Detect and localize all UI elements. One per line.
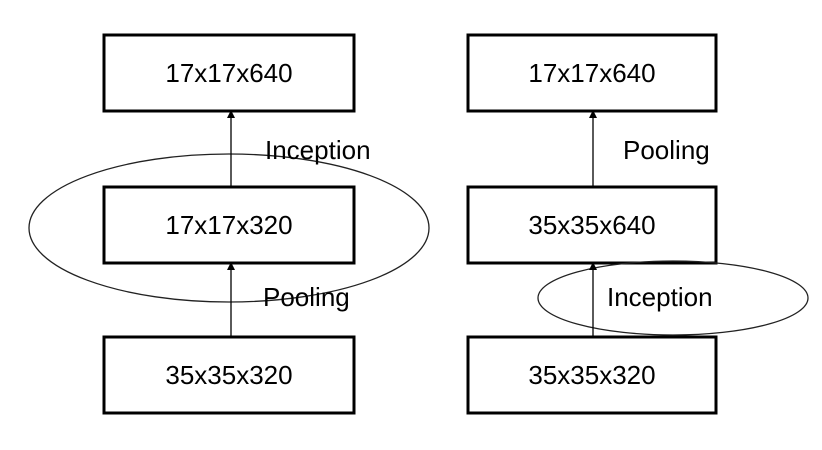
right-middle-box-label: 35x35x640	[528, 210, 655, 240]
right-bottom-box-label: 35x35x320	[528, 360, 655, 390]
left-diagram: 17x17x640 17x17x320 35x35x320 Inception …	[28, 33, 430, 415]
right-top-box	[466, 33, 718, 113]
left-lower-operation-label: Pooling	[263, 282, 350, 312]
left-top-box-label: 17x17x640	[165, 58, 292, 88]
left-upper-operation-label: Inception	[265, 135, 371, 165]
right-diagram: 17x17x640 35x35x640 35x35x320 Pooling In…	[466, 33, 809, 415]
left-bottom-box-label: 35x35x320	[165, 360, 292, 390]
right-upper-operation-label: Pooling	[623, 135, 710, 165]
right-lower-operation-label: Inception	[607, 282, 713, 312]
left-bottom-box	[102, 335, 356, 415]
right-top-box-label: 17x17x640	[528, 58, 655, 88]
left-middle-box-label: 17x17x320	[165, 210, 292, 240]
right-inception-ellipse	[537, 260, 809, 336]
left-inception-ellipse	[28, 153, 430, 303]
right-bottom-box	[466, 335, 718, 415]
